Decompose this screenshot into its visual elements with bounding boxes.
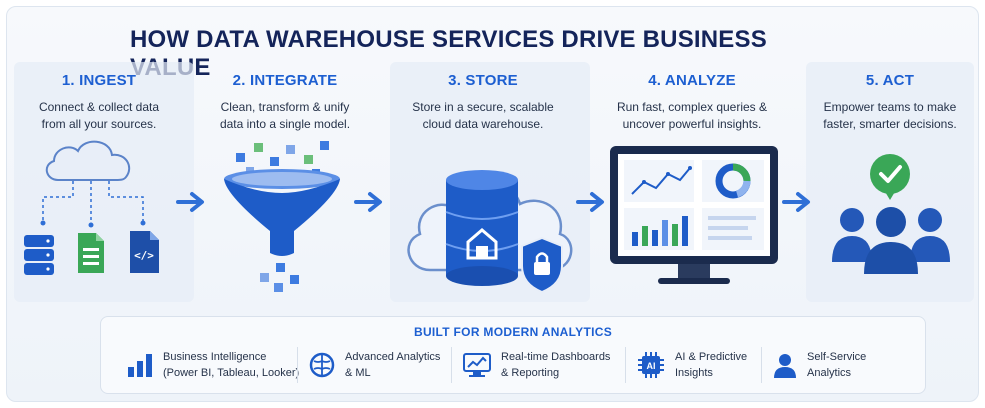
step-integrate: 2. INTEGRATE Clean, transform & unify da… (190, 72, 380, 133)
feature-label: Advanced Analytics (345, 351, 441, 363)
divider (625, 347, 626, 383)
arrow-right-icon (176, 192, 204, 212)
step-title: 5. ACT (865, 72, 915, 89)
feature-label: Business Intelligence (163, 351, 267, 363)
bar-chart-icon (128, 354, 152, 377)
code-file-icon: </> (130, 231, 159, 273)
output-cubes-icon (260, 263, 299, 292)
dashboard-icon (463, 353, 491, 377)
step-desc-line: faster, smarter decisions. (823, 117, 957, 131)
divider (761, 347, 762, 383)
check-bubble-icon (870, 154, 910, 200)
act-illustration (832, 154, 950, 274)
step-desc-line: Clean, transform & unify (220, 100, 350, 114)
step-desc-line: Run fast, complex queries & (616, 100, 768, 114)
feature-label: (Power BI, Tableau, Looker) (163, 367, 300, 379)
step-title: 4. ANALYZE (648, 72, 736, 89)
bar-chart-icon (624, 208, 694, 250)
feature-business-intelligence: Business Intelligence (Power BI, Tableau… (127, 343, 299, 387)
ingest-illustration: </> (24, 140, 159, 275)
feature-label: Insights (675, 367, 713, 379)
funnel-icon (224, 169, 340, 256)
arrow-right-icon (782, 192, 810, 212)
feature-label: & Reporting (501, 367, 560, 379)
arrow-right-icon (354, 192, 382, 212)
database-cylinder-icon (445, 170, 519, 286)
feature-label: & ML (345, 367, 371, 379)
modern-analytics-box: BUILT FOR MODERN ANALYTICS Business Inte… (100, 316, 926, 394)
warehouse-icon (466, 228, 498, 260)
brain-icon (309, 352, 335, 378)
feature-realtime-dashboards: Real-time Dashboards & Reporting (463, 343, 610, 387)
feature-self-service: Self-Service Analytics (773, 343, 866, 387)
analyze-illustration (610, 146, 778, 284)
step-desc-line: Store in a secure, scalable (412, 100, 554, 114)
feature-ai-predictive: AI AI & Predictive Insights (637, 343, 747, 387)
step-title: 1. INGEST (61, 72, 137, 89)
bottom-title: BUILT FOR MODERN ANALYTICS (413, 325, 613, 339)
report-lines-icon (702, 208, 764, 250)
feature-label: Real-time Dashboards (501, 351, 611, 363)
feature-label: AI & Predictive (675, 351, 748, 363)
step-store: 3. STORE Store in a secure, scalable clo… (388, 72, 578, 133)
step-desc-line: cloud data warehouse. (422, 117, 544, 131)
integrate-illustration (224, 141, 340, 292)
page-title: HOW DATA WAREHOUSE SERVICES DRIVE BUSINE… (130, 26, 767, 81)
feature-label: Self-Service (807, 351, 867, 363)
ai-chip-label: AI (647, 361, 656, 371)
arrow-right-icon (576, 192, 604, 212)
step-desc-line: uncover powerful insights. (622, 117, 762, 131)
step-title: 2. INTEGRATE (232, 72, 338, 89)
database-icon (24, 235, 54, 275)
step-act: 5. ACT Empower teams to make faster, sma… (795, 72, 985, 133)
spreadsheet-file-icon (78, 233, 104, 273)
shield-lock-icon (521, 236, 563, 294)
line-chart-icon (624, 160, 694, 202)
team-icon (832, 207, 950, 274)
cloud-icon (45, 140, 131, 181)
divider (451, 347, 452, 383)
user-icon (774, 354, 796, 378)
svg-text:</>: </> (134, 249, 154, 262)
step-desc-line: from all your sources. (41, 117, 157, 131)
store-illustration (407, 170, 573, 294)
step-desc-line: Empower teams to make (823, 100, 957, 114)
step-analyze: 4. ANALYZE Run fast, complex queries & u… (597, 72, 787, 133)
donut-chart-icon (702, 160, 764, 202)
step-desc-line: Connect & collect data (38, 100, 160, 114)
step-desc-line: data into a single model. (219, 117, 351, 131)
divider (297, 347, 298, 383)
feature-label: Analytics (807, 367, 852, 379)
step-title: 3. STORE (448, 72, 518, 89)
feature-advanced-analytics: Advanced Analytics & ML (309, 343, 440, 387)
step-ingest: 1. INGEST Connect & collect data from al… (4, 72, 194, 133)
ai-chip-icon: AI (638, 352, 664, 378)
